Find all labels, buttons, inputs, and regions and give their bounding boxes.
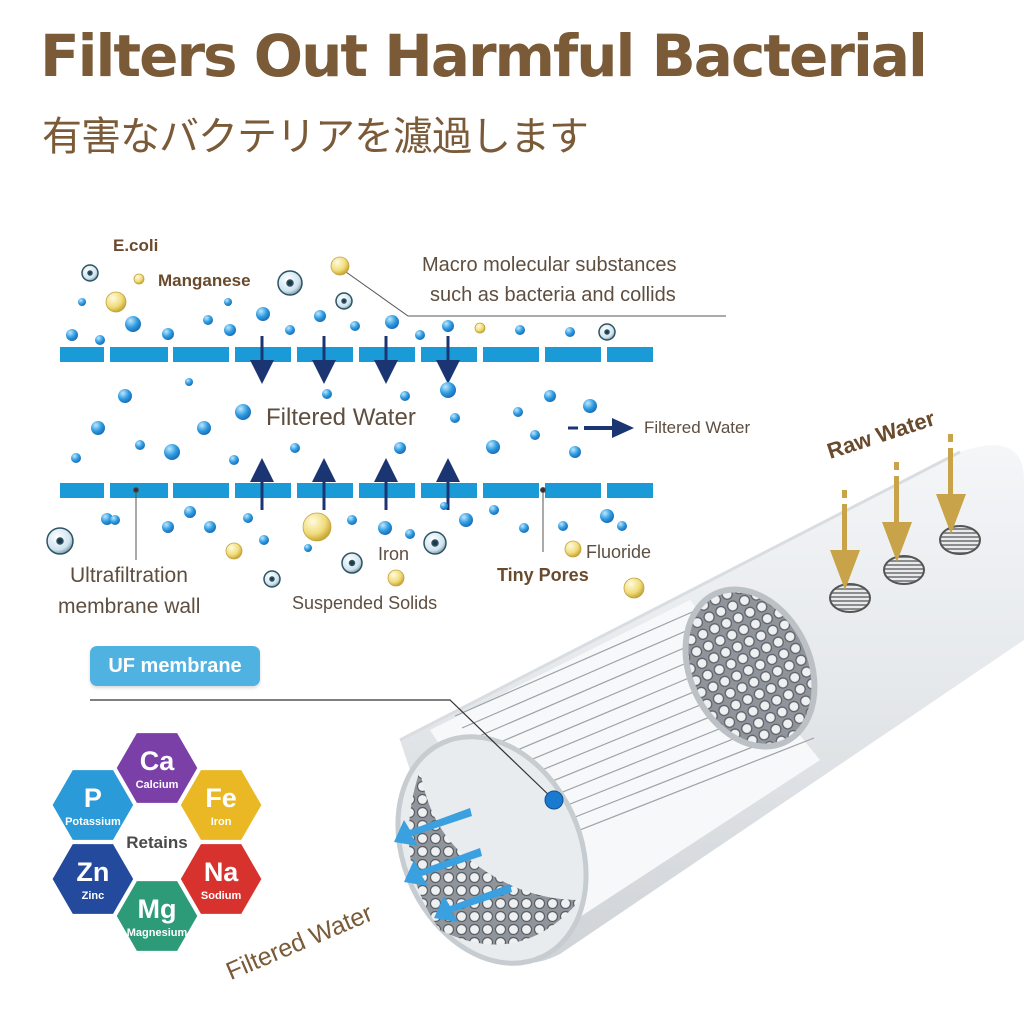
ecoli-label: E.coli	[113, 236, 159, 255]
mineral-symbol: Na	[204, 857, 239, 887]
mineral-symbol: Zn	[76, 857, 109, 887]
fluoride-label: Fluoride	[586, 542, 652, 562]
filtered-water-center-label: Filtered Water	[266, 404, 416, 431]
tiny-pores-label: Tiny Pores	[497, 565, 589, 585]
mineral-name: Zinc	[82, 890, 105, 902]
retains-label: Retains	[126, 833, 187, 852]
mineral-symbol: Fe	[205, 783, 237, 813]
page-title: Filters Out Harmful Bacterial	[40, 22, 928, 90]
page-subtitle: 有害なバクテリアを濾過します	[42, 114, 589, 160]
mineral-symbol: P	[84, 783, 102, 813]
mineral-name: Potassium	[65, 816, 121, 828]
uf-wall-label-line2: membrane wall	[58, 595, 201, 618]
hexagon-shape	[113, 730, 201, 806]
macro-substances-label-line2: such as bacteria and collids	[430, 284, 676, 306]
mineral-symbol: Mg	[138, 894, 177, 924]
iron-label: Iron	[378, 544, 410, 564]
mineral-name: Magnesium	[127, 927, 188, 939]
mineral-symbol: Ca	[140, 746, 175, 776]
mineral-name: Calcium	[136, 779, 179, 791]
suspended-solids-label: Suspended Solids	[292, 593, 438, 613]
filtered-water-arrow-label: Filtered Water	[644, 418, 751, 437]
manganese-label: Manganese	[158, 271, 251, 290]
uf-wall-label-line1: Ultrafiltration	[70, 564, 188, 587]
uf-membrane-badge: UF membrane	[90, 646, 260, 686]
mineral-name: Iron	[211, 816, 232, 828]
macro-substances-label-line1: Macro molecular substances	[422, 254, 677, 276]
mineral-name: Sodium	[201, 890, 242, 902]
